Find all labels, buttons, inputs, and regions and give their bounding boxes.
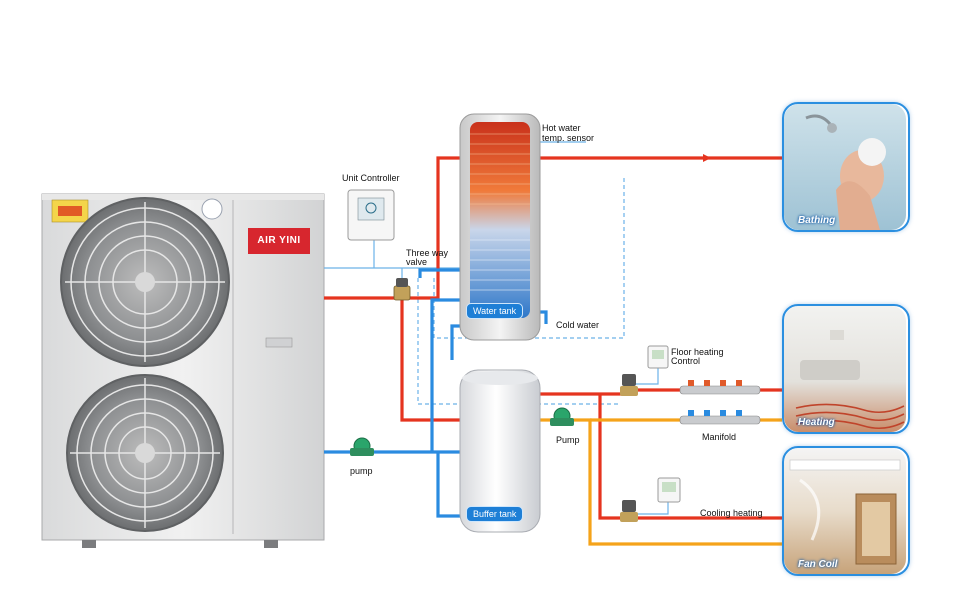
flow-arrow-icon	[703, 154, 711, 162]
fan-coil-panel: Fan Coil	[782, 446, 910, 576]
water-tank-label: Water tank	[466, 303, 523, 319]
three-way-valve-icon	[394, 278, 410, 300]
zone-valve-heating-icon	[620, 374, 638, 396]
three-way-valve-label: Three way valve	[406, 249, 448, 267]
fan-coil-caption: Fan Coil	[798, 559, 837, 570]
zone-valve-cooling-icon	[620, 500, 638, 522]
cold-water-label: Cold water	[556, 320, 599, 330]
unit-controller-device	[348, 190, 394, 240]
manifold-label: Manifold	[702, 432, 736, 442]
floor-heating-control-label: Floor heating Control	[671, 348, 724, 366]
heating-caption: Heating	[798, 417, 835, 428]
pump-right-label: Pump	[556, 435, 580, 445]
manifold-icon	[680, 380, 760, 424]
unit-controller-label: Unit Controller	[342, 173, 400, 183]
cooling-thermostat	[658, 478, 680, 502]
pump-left-label: pump	[350, 466, 373, 476]
floor-heating-thermostat	[648, 346, 668, 368]
heating-panel: Heating	[782, 304, 910, 434]
pump-left-icon	[350, 438, 374, 456]
pump-right-icon	[550, 408, 574, 426]
buffer-tank-label: Buffer tank	[466, 506, 523, 522]
hot-water-sensor-label: Hot water temp. sensor	[542, 123, 594, 143]
cooling-heating-label: Cooling heating	[700, 508, 763, 518]
brand-logo: AIR YINI	[248, 228, 310, 254]
bathing-caption: Bathing	[798, 215, 835, 226]
bathing-panel: Bathing	[782, 102, 910, 232]
